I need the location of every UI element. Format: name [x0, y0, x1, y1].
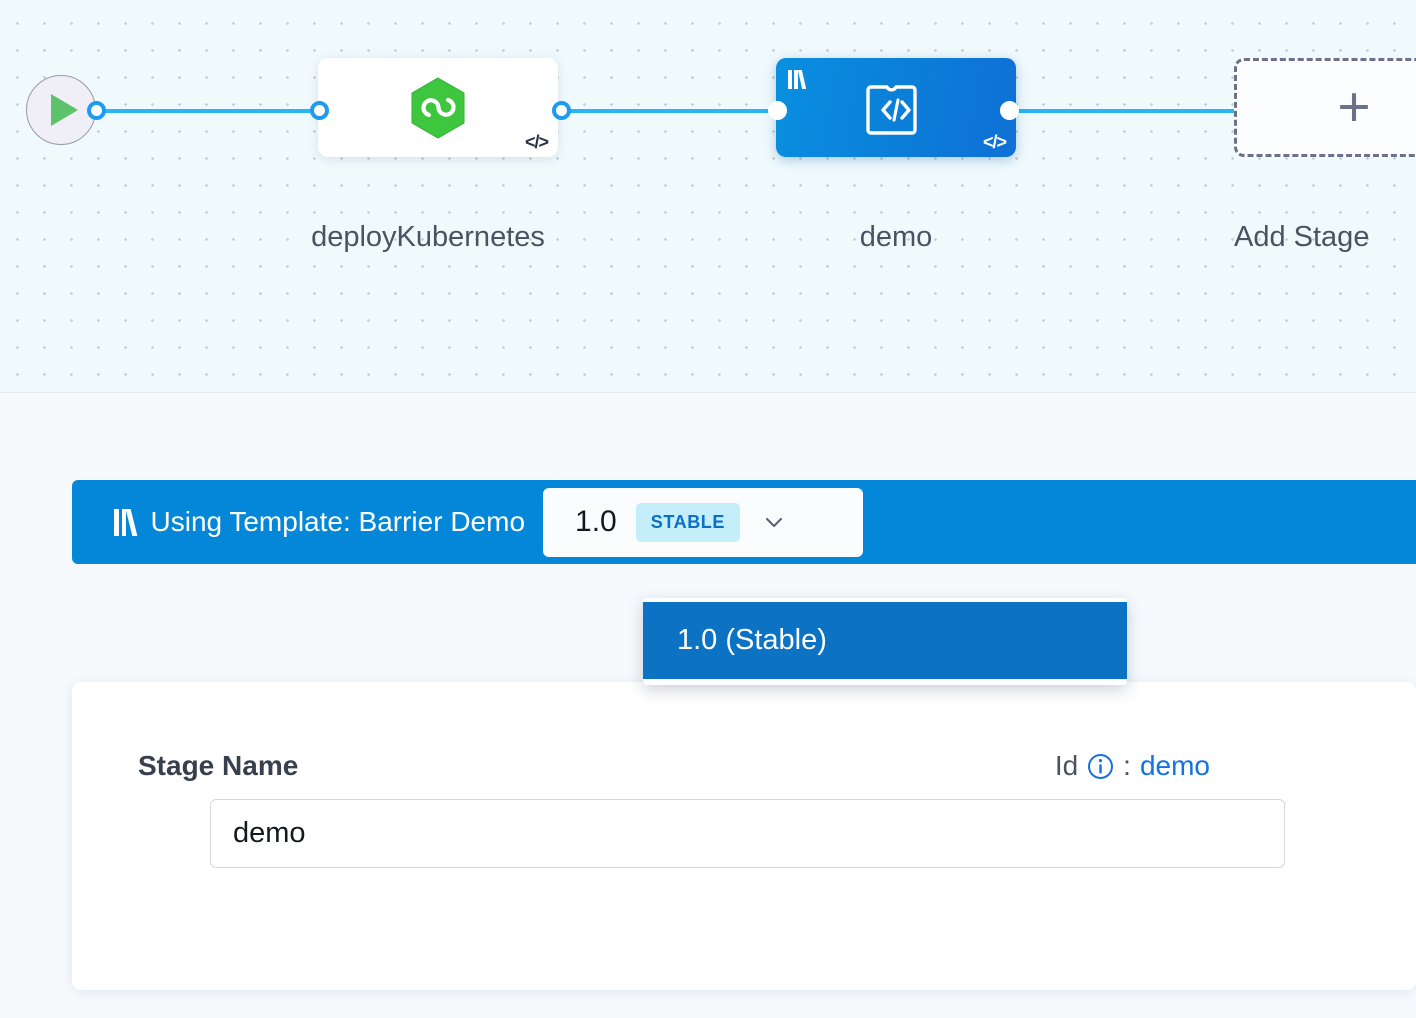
edge-deploy-to-demo [552, 109, 786, 113]
stage-details-card: Stage Name Id : demo [72, 682, 1416, 990]
template-version-dropdown-menu[interactable]: 1.0 (Stable) [643, 598, 1127, 685]
code-icon: </> [982, 132, 1007, 152]
stage-node-label-demo: demo [859, 221, 933, 253]
template-library-icon [114, 508, 137, 536]
stage-node-demo[interactable]: </> [776, 58, 1016, 157]
stage-id-separator: : [1123, 750, 1131, 781]
template-library-icon [788, 70, 806, 89]
chevron-down-icon [765, 517, 783, 528]
connector-dot-start-out[interactable] [87, 101, 106, 120]
connector-dot-deploy-in[interactable] [310, 101, 329, 120]
stage-id-label: Id [1054, 750, 1079, 781]
using-template-banner: Using Template: Barrier Demo 1.0 STABLE [72, 480, 1416, 564]
add-stage-node[interactable]: + [1234, 58, 1416, 157]
template-version-option[interactable]: 1.0 (Stable) [643, 602, 1127, 679]
stage-name-header: Stage Name Id : demo [138, 750, 1210, 782]
stage-node-label-deploykubernetes: deployKubernetes [311, 221, 545, 253]
add-stage-label: Add Stage [1234, 221, 1370, 253]
info-circle-icon[interactable] [1087, 753, 1114, 780]
play-icon [50, 94, 78, 126]
edge-demo-to-add [1008, 109, 1254, 113]
custom-stage-puzzle-icon [866, 84, 917, 135]
code-icon: </> [524, 132, 549, 152]
connector-dot-deploy-out[interactable] [552, 101, 571, 120]
stage-node-deploykubernetes[interactable]: </> [318, 58, 558, 157]
stage-name-input[interactable] [210, 799, 1285, 868]
harness-hexagon-icon [411, 76, 465, 139]
pipeline-canvas[interactable]: </> </> + deployKubernetes demo Add Stag… [0, 0, 1416, 393]
pipeline-start-node[interactable] [26, 75, 96, 145]
connector-dot-demo-in[interactable] [768, 101, 787, 120]
plus-icon: + [1337, 74, 1371, 139]
stage-name-label: Stage Name [138, 750, 299, 781]
template-stable-badge: STABLE [635, 502, 740, 542]
template-version-value: 1.0 [575, 505, 617, 538]
template-version-select[interactable]: 1.0 STABLE [543, 487, 864, 557]
stage-id-display: Id : demo [1055, 750, 1210, 782]
stage-config-panel: Using Template: Barrier Demo 1.0 STABLE … [0, 394, 1416, 1018]
edge-start-to-deploy [96, 109, 328, 113]
connector-dot-demo-out[interactable] [1000, 101, 1019, 120]
stage-id-value: demo [1139, 750, 1210, 781]
using-template-text: Using Template: Barrier Demo [150, 506, 526, 537]
